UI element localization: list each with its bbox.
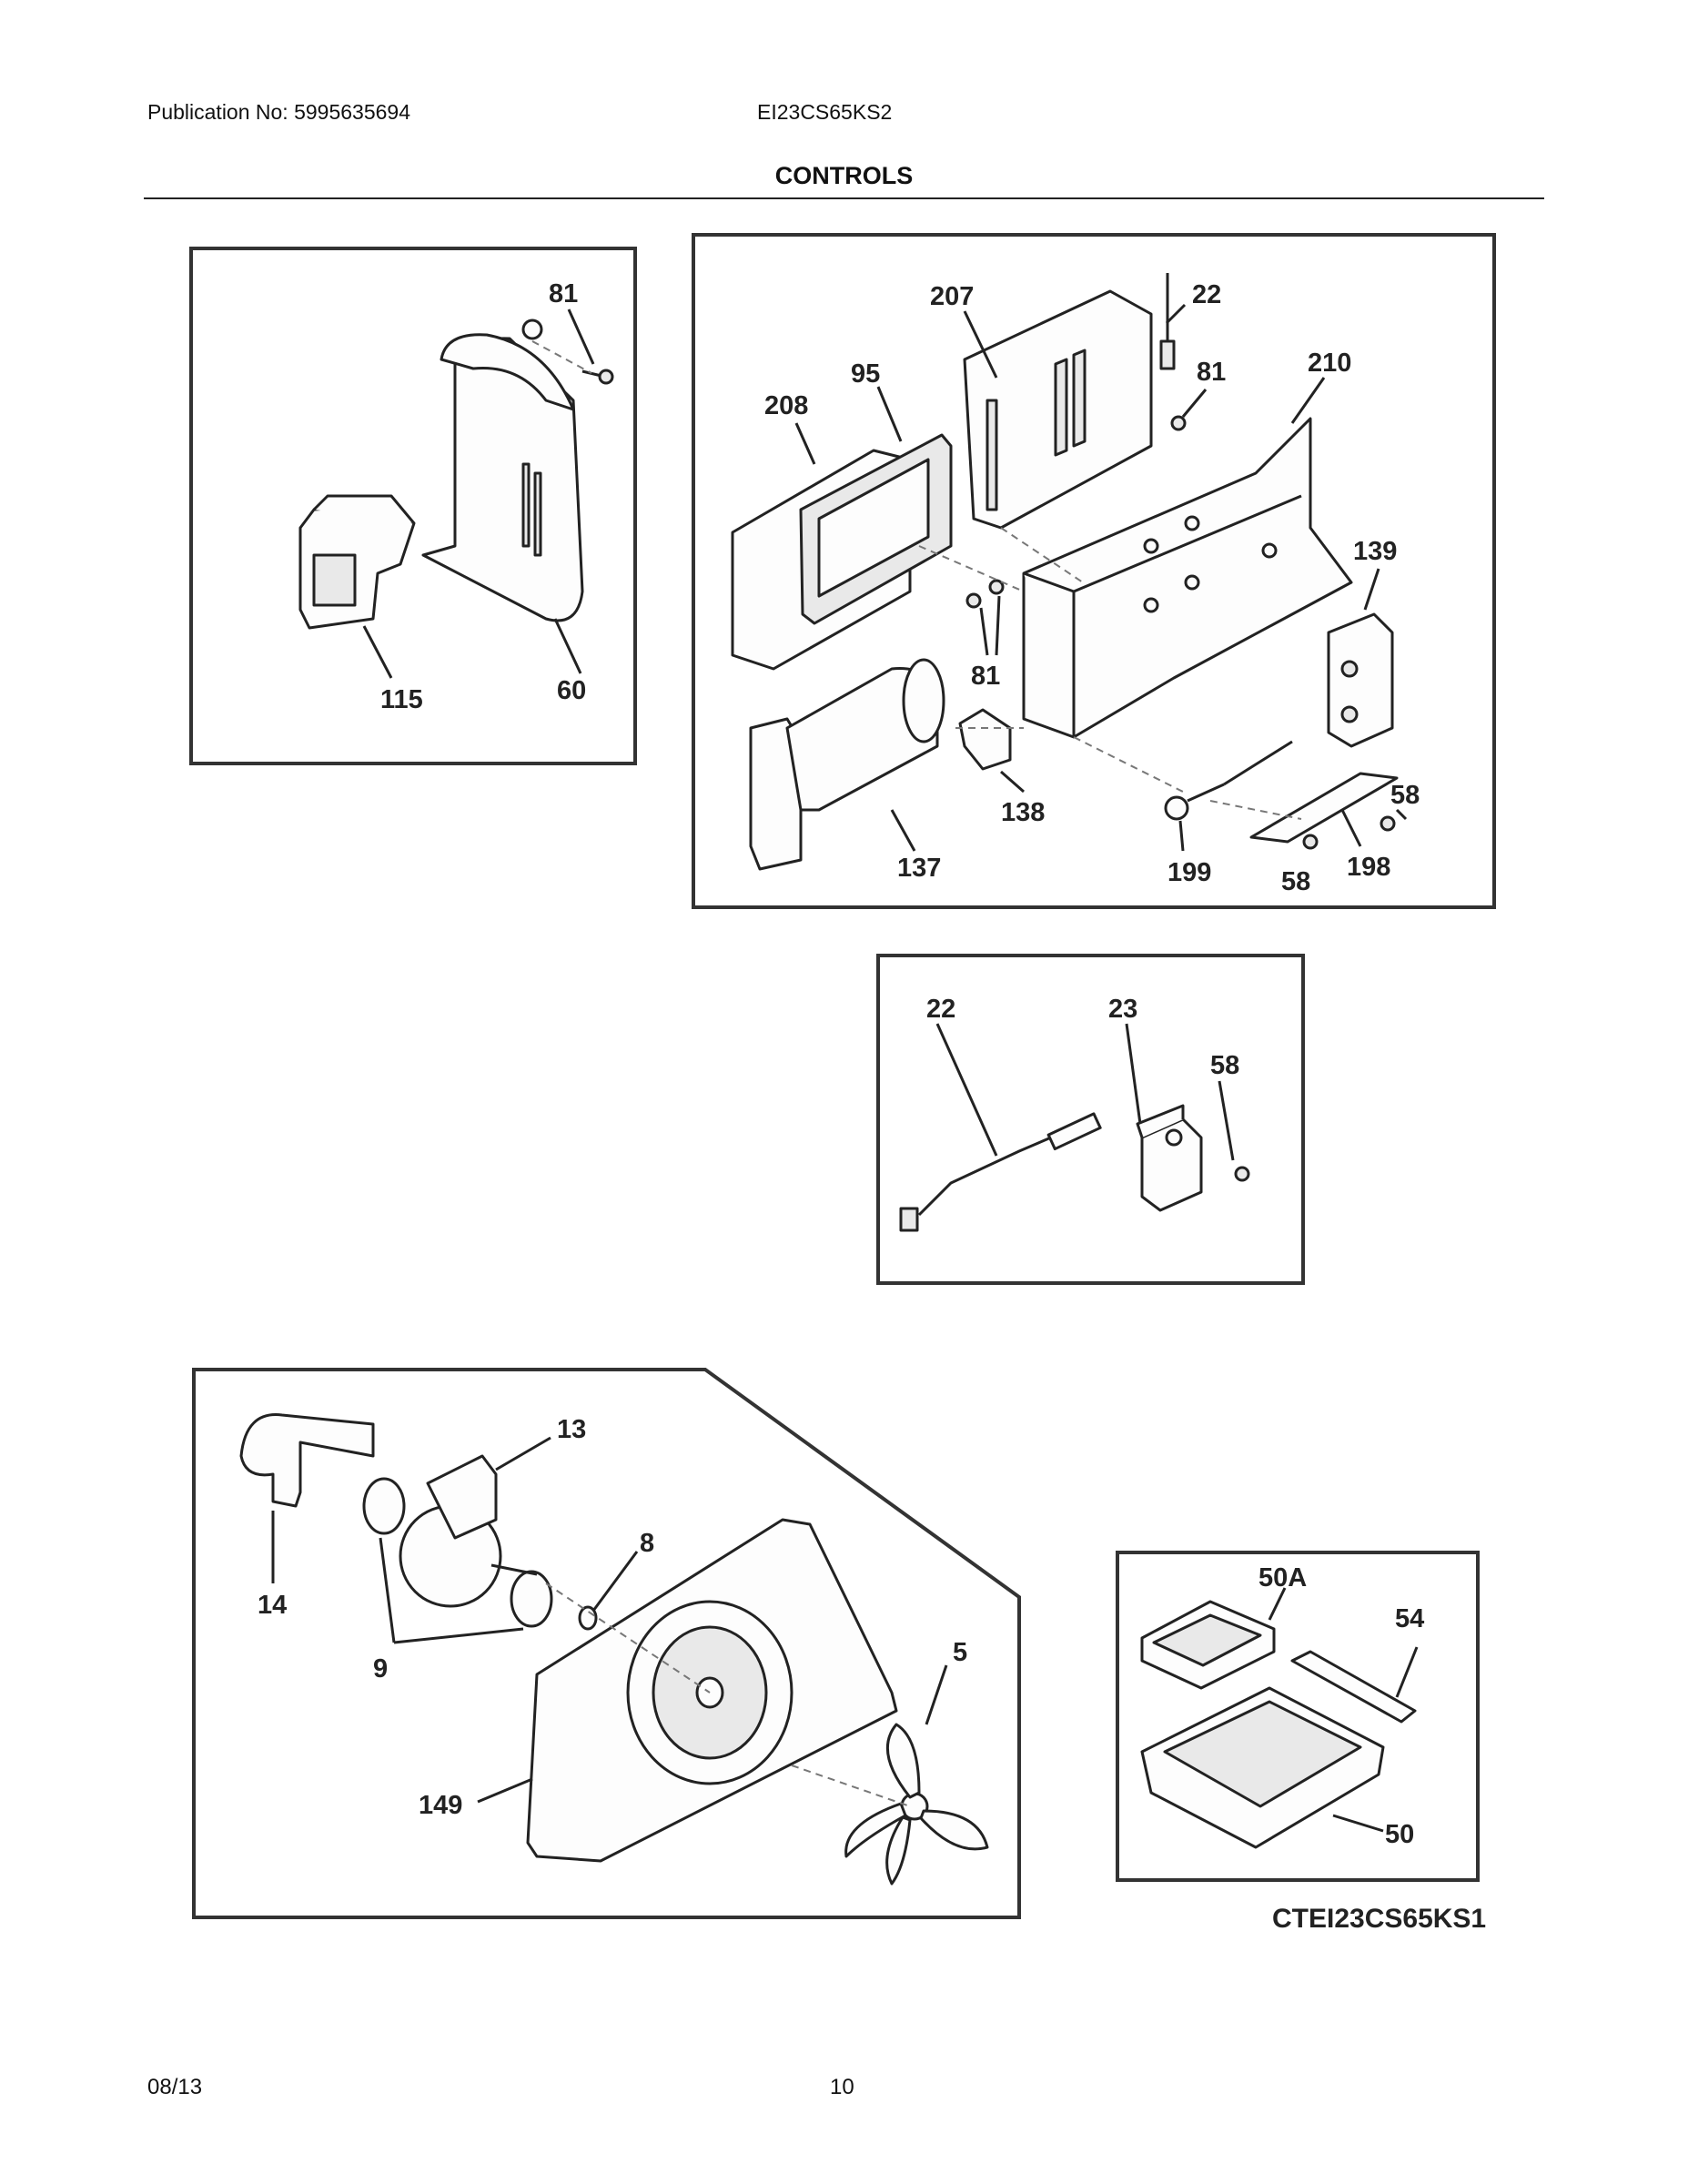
- callout-label: 198: [1347, 853, 1390, 882]
- callout-label: 95: [851, 359, 880, 389]
- panel-control-housing: 207 22 81 210 208 95 139 81 138 137 199 …: [692, 233, 1496, 909]
- panel-frame: [189, 247, 637, 765]
- callout-label: 137: [897, 854, 941, 883]
- callout-label: 8: [640, 1529, 654, 1558]
- screw-part: [965, 592, 982, 609]
- panel-air-damper: 81 115 60: [189, 247, 637, 765]
- panel-frame: [1116, 1551, 1480, 1882]
- panel-control-board: 50A 54 50: [1116, 1551, 1480, 1882]
- grommet-part: [362, 1477, 406, 1535]
- filter-part: [799, 433, 953, 625]
- callout-label: 9: [373, 1654, 388, 1684]
- callout-label: 54: [1395, 1604, 1424, 1633]
- callout-label: 199: [1167, 858, 1211, 887]
- panel-sensor: 22 23 58: [876, 954, 1305, 1285]
- heater-part: [1164, 740, 1293, 821]
- callout-label: 81: [549, 279, 578, 308]
- light-assembly-part: [749, 658, 945, 871]
- cover-part: [1249, 772, 1399, 844]
- bracket-part: [963, 289, 1153, 530]
- callout-label: 13: [557, 1415, 586, 1444]
- callout-label: 22: [1192, 280, 1221, 309]
- switch-part: [1327, 612, 1394, 748]
- publication-number: Publication No: 5995635694: [147, 100, 411, 124]
- fan-blade-part: [844, 1723, 989, 1886]
- callout-label: 60: [557, 676, 586, 705]
- callout-label: 149: [419, 1791, 462, 1820]
- screw-part: [1234, 1166, 1250, 1182]
- model-number: EI23CS65KS2: [757, 100, 893, 124]
- fan-motor-part: [399, 1454, 538, 1608]
- washer-part: [578, 1605, 598, 1631]
- sensor-part: [1159, 339, 1176, 370]
- callout-label: 58: [1210, 1051, 1239, 1080]
- panel-frame: [876, 954, 1305, 1285]
- callout-label: 50: [1385, 1820, 1414, 1849]
- damper-motor-part: [298, 494, 416, 630]
- callout-label: 115: [380, 685, 423, 714]
- callout-label: 208: [764, 391, 808, 420]
- fan-bracket-part: [239, 1413, 375, 1508]
- bracket-part: [1290, 1650, 1417, 1724]
- page-number: 10: [830, 2075, 854, 2099]
- publication-date: 08/13: [147, 2075, 203, 2099]
- callout-label: 23: [1108, 995, 1137, 1024]
- grommet-part: [510, 1570, 553, 1628]
- section-title: CONTROLS: [774, 162, 914, 189]
- thermistor-cover-part: [1136, 1104, 1203, 1212]
- callout-label: 58: [1281, 867, 1310, 896]
- screw-part: [1380, 815, 1396, 832]
- clip-part: [958, 708, 1012, 771]
- screw-part: [581, 369, 614, 385]
- callout-label: 81: [971, 662, 1000, 691]
- callout-label: 5: [953, 1638, 967, 1667]
- panel-fan-assembly: 13 14 8 9 5 149: [192, 1368, 1021, 1919]
- callout-label: 138: [1001, 798, 1045, 827]
- damper-housing-part: [421, 318, 584, 622]
- callout-label: 22: [926, 995, 955, 1024]
- screw-part: [988, 579, 1005, 595]
- callout-label: 207: [930, 282, 974, 311]
- diagram-reference: CTEI23CS65KS1: [1272, 1904, 1486, 1934]
- callout-label: 58: [1390, 781, 1420, 810]
- control-housing-part: [1022, 417, 1353, 739]
- control-housing-base-part: [1140, 1686, 1385, 1849]
- callout-label: 139: [1353, 537, 1397, 566]
- callout-label: 210: [1308, 349, 1351, 378]
- control-board-part: [1140, 1600, 1276, 1690]
- screw-part: [1302, 834, 1319, 850]
- panel-frame: [692, 233, 1496, 909]
- header-rule: [144, 197, 1544, 199]
- fan-shroud-part: [526, 1518, 898, 1863]
- thermistor-part: [899, 1112, 1102, 1232]
- callout-label: 50A: [1258, 1563, 1307, 1592]
- callout-label: 81: [1197, 358, 1226, 387]
- screw-part: [1170, 415, 1187, 431]
- callout-label: 14: [258, 1591, 287, 1620]
- panel-frame: [192, 1368, 1021, 1919]
